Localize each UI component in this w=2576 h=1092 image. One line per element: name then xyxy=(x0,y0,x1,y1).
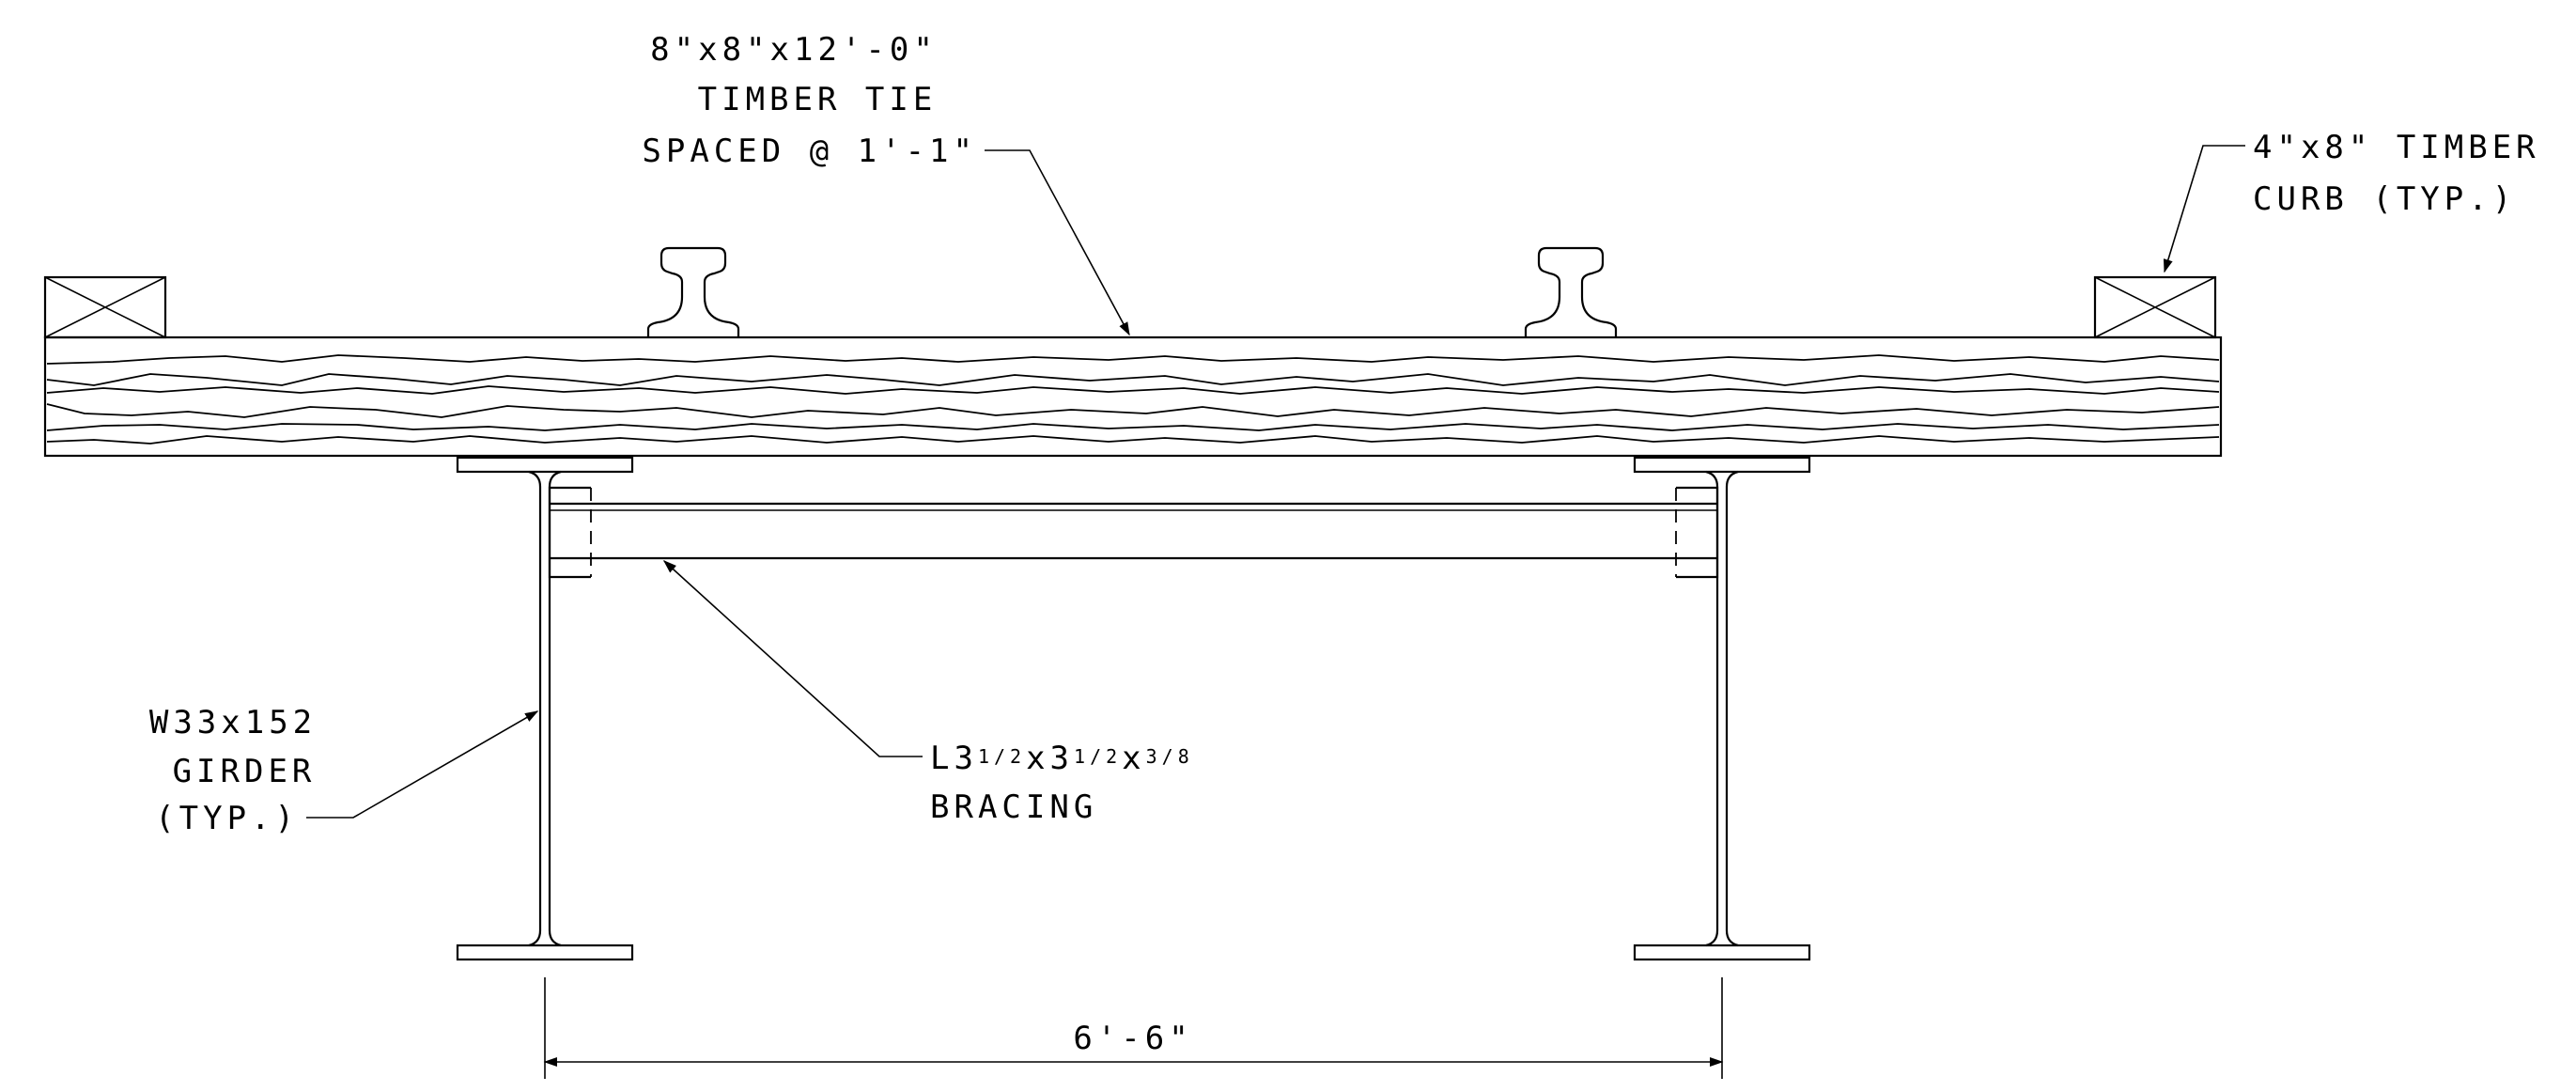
curb-label-size: 4"x8" TIMBER xyxy=(2253,129,2540,166)
girder-label-typ: (TYP.) xyxy=(155,800,299,837)
rail-right xyxy=(1524,246,1618,337)
wood-grain-line xyxy=(46,423,2220,431)
bracing-angle xyxy=(548,486,1719,579)
tie-label-size: 8"x8"x12'-0" xyxy=(650,31,938,69)
girder-label-type: GIRDER xyxy=(173,753,317,790)
wood-grain-line xyxy=(46,403,2220,418)
girder-right xyxy=(1633,456,1811,961)
leader-curb xyxy=(2163,145,2245,273)
girder-left xyxy=(456,456,634,961)
wood-grain-line xyxy=(46,354,2220,365)
bracing-label-size: L31/2x31/2x3/8 xyxy=(930,740,1194,777)
curb-label-type: CURB (TYP.) xyxy=(2253,180,2516,218)
rail-left xyxy=(646,246,740,337)
tie-label-type: TIMBER TIE xyxy=(698,81,938,118)
tie-label-spacing: SPACED @ 1'-1" xyxy=(642,133,977,170)
timber-curb-right xyxy=(2093,275,2217,339)
dimension-label: 6'-6" xyxy=(1073,1020,1192,1057)
wood-grain-line xyxy=(46,373,2220,386)
wood-grain-line xyxy=(46,435,2220,445)
girder-label-size: W33x152 xyxy=(149,704,317,741)
timber-tie xyxy=(43,335,2223,458)
leader-bracing xyxy=(662,560,923,757)
dimension-girder-spacing xyxy=(543,977,1724,1079)
bracing-label-type: BRACING xyxy=(930,788,1097,826)
leader-girder xyxy=(306,710,539,819)
timber-curb-left xyxy=(43,275,167,339)
leader-tie xyxy=(985,149,1130,336)
wood-grain-line xyxy=(46,385,2220,395)
